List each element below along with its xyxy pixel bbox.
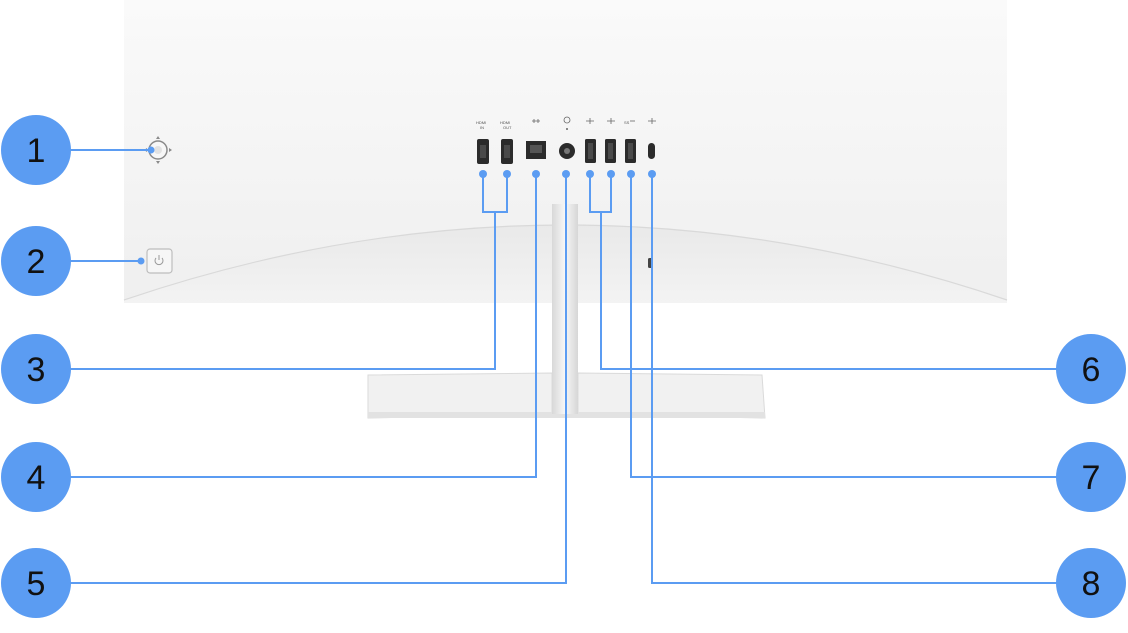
leader-dot <box>479 170 487 178</box>
port-panel: HDMI IN HDMI OUT <box>476 116 656 268</box>
usb-port-2 <box>605 118 616 163</box>
hdmi-out-label-bottom: OUT <box>503 125 512 130</box>
leader-line-5 <box>70 174 567 584</box>
callout-6: 6 <box>1056 334 1126 404</box>
hdmi-in-port: HDMI IN <box>476 120 489 164</box>
hdmi-in-label-top: HDMI <box>476 120 486 125</box>
callout-5: 5 <box>1 548 71 618</box>
hdmi-out-port: HDMI OUT <box>500 120 513 164</box>
leader-dot <box>503 170 511 178</box>
stand-foot-right <box>577 372 766 419</box>
leader-dot <box>648 170 656 178</box>
callout-number: 1 <box>27 132 46 170</box>
leader-dot <box>137 257 145 265</box>
callout-7: 7 <box>1056 442 1126 512</box>
callout-4: 4 <box>1 442 71 512</box>
leader-line-4 <box>70 174 537 478</box>
callout-number: 6 <box>1082 351 1101 389</box>
leader-dots <box>137 146 656 265</box>
usb-c-port <box>648 118 656 159</box>
leader-line-3 <box>70 174 508 370</box>
hdmi-in-label-bottom: IN <box>480 125 484 130</box>
leader-line-7 <box>630 174 1058 478</box>
leader-dot <box>607 170 615 178</box>
callout-1: 1 <box>1 115 71 185</box>
leader-line-8 <box>651 174 1058 584</box>
hdmi-out-label-top: HDMI <box>500 120 510 125</box>
callout-8: 8 <box>1056 548 1126 618</box>
callout-2: 2 <box>1 226 71 296</box>
leader-dot <box>562 170 570 178</box>
callout-number: 2 <box>27 243 46 281</box>
callout-3: 3 <box>1 334 71 404</box>
usb-port-1 <box>585 118 596 163</box>
leader-dot <box>586 170 594 178</box>
callouts: 1 2 3 4 5 6 7 8 <box>1 115 1126 618</box>
leader-dot <box>532 170 540 178</box>
usb-c-port-icon <box>648 143 655 159</box>
usb-superspeed-label: SS <box>624 120 630 125</box>
leader-dot <box>147 146 155 154</box>
ethernet-port <box>526 119 546 159</box>
callout-number: 3 <box>27 351 46 389</box>
leader-line-6 <box>589 174 1058 370</box>
stand-foot <box>367 372 553 419</box>
power-button-icon <box>146 248 173 274</box>
leader-lines <box>70 149 1058 584</box>
dc-power-port <box>559 116 575 159</box>
usb-port-3: SS <box>624 120 636 163</box>
callout-number: 8 <box>1082 565 1101 603</box>
callout-number: 7 <box>1082 459 1101 497</box>
callout-number: 4 <box>27 459 46 497</box>
leader-dot <box>627 170 635 178</box>
callout-number: 5 <box>27 565 46 603</box>
